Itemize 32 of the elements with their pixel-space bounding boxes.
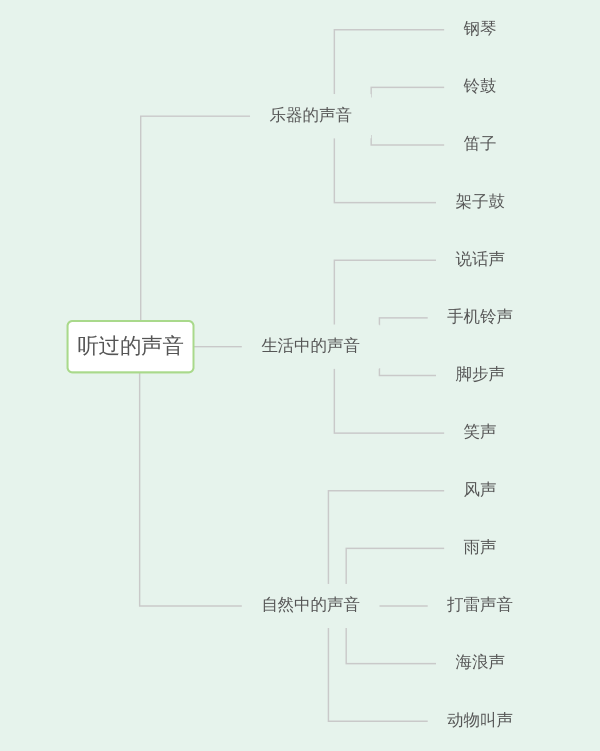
connector	[193, 346, 242, 348]
node-text: 说话声	[455, 250, 505, 270]
connector	[328, 490, 444, 584]
connector	[334, 138, 436, 204]
node-text: 生活中的声音	[261, 336, 360, 356]
node-text: 自然中的声音	[261, 596, 360, 615]
node-text: 笑声	[464, 422, 497, 442]
node-text: 打雷声音	[447, 596, 514, 615]
connector	[378, 605, 428, 607]
node-text: 脚步声	[455, 365, 505, 384]
connector	[378, 368, 436, 376]
node-text: 动物叫声	[447, 710, 514, 730]
connector	[378, 317, 428, 326]
connector	[345, 628, 436, 664]
connector	[334, 260, 436, 325]
connector	[334, 368, 444, 434]
connector	[334, 29, 444, 94]
node-text: 笛子	[464, 134, 497, 154]
connector	[370, 86, 444, 98]
connector	[328, 628, 428, 722]
node-text: 铃鼓	[464, 76, 497, 96]
node-text: 架子鼓	[455, 192, 505, 212]
connector	[345, 548, 444, 584]
node-text: 乐器的声音	[269, 106, 352, 126]
node-text: 海浪声	[455, 653, 505, 673]
connector	[138, 372, 242, 607]
node-text: 手机铃声	[447, 307, 514, 327]
node-text: 风声	[464, 480, 497, 500]
node-text: 钢琴	[464, 19, 497, 39]
connector	[140, 115, 250, 322]
connector	[370, 134, 444, 146]
node-text: 雨声	[464, 538, 497, 558]
